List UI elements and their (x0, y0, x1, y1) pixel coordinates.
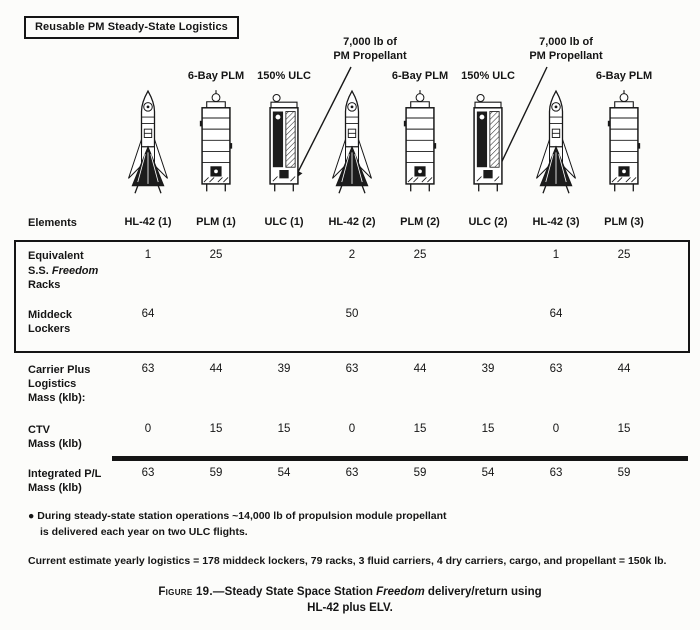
vehicle-type-label: 6-Bay PLM (187, 70, 245, 82)
sum-divider-line (112, 455, 688, 461)
propellant-arrows (294, 66, 548, 180)
vehicle-column-3: 150% ULC (250, 70, 318, 201)
bullet-icon: ● (28, 510, 35, 523)
row-label-racks: Equivalent S.S. Freedom Racks (28, 250, 99, 291)
integrated-mass-value: 63 (141, 466, 155, 479)
element-header: HL-42 (1) (124, 216, 172, 228)
propellant-arrow-2 (493, 66, 548, 180)
ctv-mass-value: 15 (277, 422, 291, 435)
row-label-lockers: Middeck Lockers (28, 309, 73, 336)
caption-line-2: HL-42 plus ELV. (307, 601, 393, 614)
integrated-mass-value: 59 (413, 466, 427, 479)
lockers-value: 64 (141, 308, 155, 321)
row-label-carrier-mass: Carrier Plus Logistics Mass (klb): (28, 363, 91, 405)
carrier-mass-value: 63 (141, 362, 155, 375)
logistics-table: Elements HL-42 (1) PLM (1) ULC (1) HL-42… (0, 216, 700, 616)
vehicle-column-4 (318, 70, 386, 201)
ctv-mass-value: 0 (348, 422, 356, 435)
hl42-vehicle-icon (326, 87, 378, 201)
plm-vehicle-icon (190, 87, 242, 201)
vehicle-column-8: 6-Bay PLM (590, 70, 658, 201)
vehicle-row-spacer (28, 70, 114, 201)
lockers-value: 50 (345, 308, 359, 321)
elements-header-row: Elements HL-42 (1) PLM (1) ULC (1) HL-42… (0, 216, 700, 230)
elements-label: Elements (28, 217, 77, 229)
row-label-ctv-mass: CTV Mass (klb) (28, 423, 82, 451)
carrier-mass-value: 44 (209, 362, 223, 375)
racks-value: 2 (348, 249, 356, 262)
figure-caption: Figure 19.—Steady State Space Station Fr… (0, 584, 700, 616)
carrier-mass-value: 63 (549, 362, 563, 375)
racks-lockers-box: Equivalent S.S. Freedom Racks 1 25 2 25 … (14, 240, 690, 353)
integrated-mass-value: 54 (481, 466, 495, 479)
vehicle-column-2: 6-Bay PLM (182, 70, 250, 201)
element-header: PLM (1) (196, 216, 236, 228)
integrated-mass-row: Integrated P/L Mass (klb) 63 59 54 63 59… (0, 467, 700, 496)
carrier-mass-value: 39 (481, 362, 495, 375)
hl42-vehicle-icon (122, 87, 174, 201)
racks-value: 1 (552, 249, 560, 262)
propellant-annotation-1: 7,000 lb of PM Propellant (333, 36, 407, 62)
propellant-bullet-note: ● During steady-state station operations… (28, 510, 447, 539)
lockers-row: Middeck Lockers 64 50 64 (16, 308, 688, 337)
carrier-mass-row: Carrier Plus Logistics Mass (klb): 63 44… (0, 363, 700, 419)
plm-vehicle-icon (394, 87, 446, 201)
vehicle-column-6: 150% ULC (454, 70, 522, 201)
ulc-vehicle-icon (462, 87, 514, 201)
vehicle-row: 6-Bay PLM 150% ULC 6-Bay PLM 150% ULC (0, 70, 700, 201)
carrier-mass-value: 63 (345, 362, 359, 375)
racks-value: 1 (144, 249, 152, 262)
carrier-mass-value: 44 (617, 362, 631, 375)
vehicle-type-label: 150% ULC (461, 70, 515, 82)
vehicle-column-1 (114, 70, 182, 201)
racks-value: 25 (413, 249, 427, 262)
figure-title-box: Reusable PM Steady-State Logistics (24, 16, 239, 39)
caption-line-1: Figure 19.—Steady State Space Station Fr… (158, 585, 542, 598)
figure-title: Reusable PM Steady-State Logistics (35, 21, 228, 33)
element-header: HL-42 (2) (328, 216, 376, 228)
racks-row: Equivalent S.S. Freedom Racks 1 25 2 25 … (16, 249, 688, 292)
element-header: ULC (2) (468, 216, 508, 228)
vehicle-diagram: 7,000 lb of PM Propellant 7,000 lb of PM… (0, 30, 700, 224)
yearly-logistics-estimate: Current estimate yearly logistics = 178 … (28, 554, 667, 567)
vehicle-column-5: 6-Bay PLM (386, 70, 454, 201)
ctv-mass-value: 0 (552, 422, 560, 435)
element-header: PLM (2) (400, 216, 440, 228)
row-label-integrated-mass: Integrated P/L Mass (klb) (28, 467, 102, 495)
integrated-mass-value: 54 (277, 466, 291, 479)
lockers-value: 64 (549, 308, 563, 321)
propellant-annotation-2: 7,000 lb of PM Propellant (529, 36, 603, 62)
racks-value: 25 (209, 249, 223, 262)
vehicle-type-label: 6-Bay PLM (391, 70, 449, 82)
plm-vehicle-icon (598, 87, 650, 201)
element-header: PLM (3) (604, 216, 644, 228)
integrated-mass-value: 59 (617, 466, 631, 479)
ulc-vehicle-icon (258, 87, 310, 201)
ctv-mass-value: 15 (413, 422, 427, 435)
racks-value: 25 (617, 249, 631, 262)
element-header: HL-42 (3) (532, 216, 580, 228)
integrated-mass-value: 63 (549, 466, 563, 479)
ctv-mass-value: 15 (209, 422, 223, 435)
ctv-mass-value: 0 (144, 422, 152, 435)
vehicle-type-label: 150% ULC (257, 70, 311, 82)
carrier-mass-value: 44 (413, 362, 427, 375)
ctv-mass-value: 15 (617, 422, 631, 435)
element-header: ULC (1) (264, 216, 304, 228)
integrated-mass-value: 63 (345, 466, 359, 479)
hl42-vehicle-icon (530, 87, 582, 201)
vehicle-type-label: 6-Bay PLM (595, 70, 653, 82)
carrier-mass-value: 39 (277, 362, 291, 375)
ctv-mass-row: CTV Mass (klb) 0 15 15 0 15 15 0 15 (0, 423, 700, 454)
propellant-arrow-1 (294, 66, 352, 180)
vehicle-column-7 (522, 70, 590, 201)
integrated-mass-value: 59 (209, 466, 223, 479)
ctv-mass-value: 15 (481, 422, 495, 435)
